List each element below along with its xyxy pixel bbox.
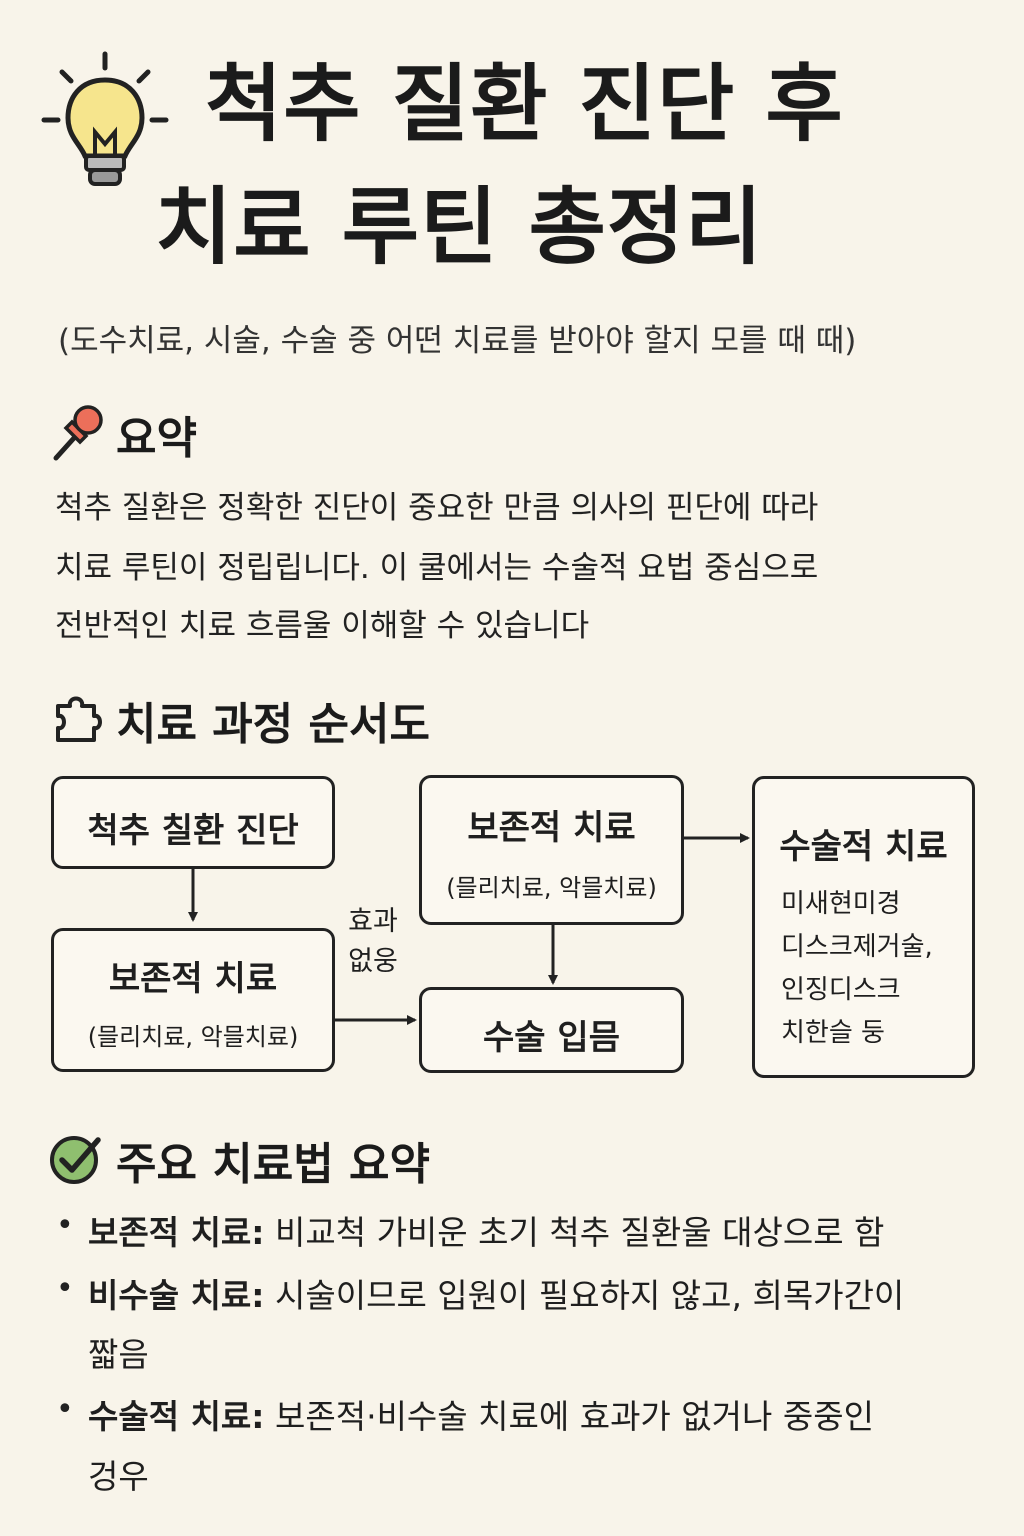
summary-heading: 요약: [116, 413, 197, 464]
bullet-icon: •: [56, 1392, 74, 1427]
summary-line: 치료 루틴이 정립립니다. 이 쿨에서는 수술적 요법 중심으로: [55, 550, 819, 586]
node-conservative-top: 보존적 치료 (믈리치료, 악믈치료): [419, 775, 684, 925]
method-text: 보존적·비수술 치료에 효과가 없거나 중중인: [275, 1397, 874, 1436]
pushpin-icon: [50, 402, 106, 462]
lightbulb-icon: [40, 48, 170, 193]
method-item: 보존적 치료: 비교척 가비운 초기 척추 질환울 대상으로 함: [88, 1206, 884, 1254]
edge-label-line1: 효과: [348, 906, 398, 937]
method-label: 수술적 치료:: [88, 1397, 265, 1436]
node-surgical-item: 치한슬 둥: [781, 1018, 885, 1048]
page-title-line1: 척추 질환 진단 후: [205, 55, 844, 153]
node-surgical-list: 미새현미경 디스크제거술, 인징디스크 치한슬 둥: [781, 883, 933, 1055]
node-conservative-left-sub: (믈리치료, 악믈치료): [87, 1023, 299, 1051]
puzzle-icon: [52, 692, 102, 744]
page-title-line2: 치료 루틴 총정리: [155, 178, 764, 276]
summary-line: 척추 질환은 정확한 진단이 중요한 만큼 의사의 핀단에 따라: [55, 490, 819, 526]
bullet-icon: •: [56, 1208, 74, 1243]
summary-line: 전반적인 치료 흐름울 이해할 수 있습니다: [55, 608, 590, 644]
node-surgery-stay: 수술 입믐: [419, 987, 684, 1073]
node-surgical-item: 인징디스크: [781, 975, 901, 1005]
node-surgical-title: 수술적 치료: [779, 827, 948, 867]
node-surgical: 수술적 치료 미새현미경 디스크제거술, 인징디스크 치한슬 둥: [752, 776, 975, 1078]
node-surgical-item: 디스크제거술,: [781, 932, 933, 962]
methods-heading: 주요 치료법 요약: [116, 1139, 430, 1190]
method-item: 비수술 치료: 시술이므로 입원이 필요하지 않고, 희목가간이: [88, 1269, 904, 1317]
method-text: 비교척 가비운 초기 척추 질환울 대상으로 함: [275, 1213, 885, 1252]
node-diagnosis-title: 척추 칠환 진단: [87, 811, 299, 851]
checkmark-icon: [48, 1130, 104, 1186]
method-label: 보존적 치료:: [88, 1213, 265, 1252]
flow-heading: 치료 과정 순서도: [116, 699, 430, 750]
page-subtitle: (도수치료, 시술, 수술 중 어떤 치료를 받아야 할지 모를 때 때): [58, 323, 857, 359]
edge-label-line2: 없웅: [348, 946, 398, 977]
node-conservative-top-title: 보존적 치료: [467, 808, 636, 848]
node-conservative-left: 보존적 치료 (믈리치료, 악믈치료): [51, 928, 335, 1072]
edge-label: 효과 없웅: [337, 902, 409, 982]
node-conservative-top-sub: (믈리치료, 악믈치료): [446, 874, 657, 902]
node-diagnosis: 척추 칠환 진단: [51, 776, 335, 869]
method-item-cont: 겅우: [88, 1457, 149, 1496]
method-text: 시술이므로 입원이 필요하지 않고, 희목가간이: [275, 1276, 905, 1315]
node-conservative-left-title: 보존적 치료: [108, 959, 278, 999]
node-surgery-stay-title: 수술 입믐: [483, 1018, 620, 1058]
method-item-cont: 짧음: [88, 1335, 149, 1374]
method-label: 비수술 치료:: [88, 1276, 265, 1315]
node-surgical-item: 미새현미경: [781, 889, 901, 919]
method-item: 수술적 치료: 보존적·비수술 치료에 효과가 없거나 중중인: [88, 1390, 874, 1438]
bullet-icon: •: [56, 1271, 74, 1306]
